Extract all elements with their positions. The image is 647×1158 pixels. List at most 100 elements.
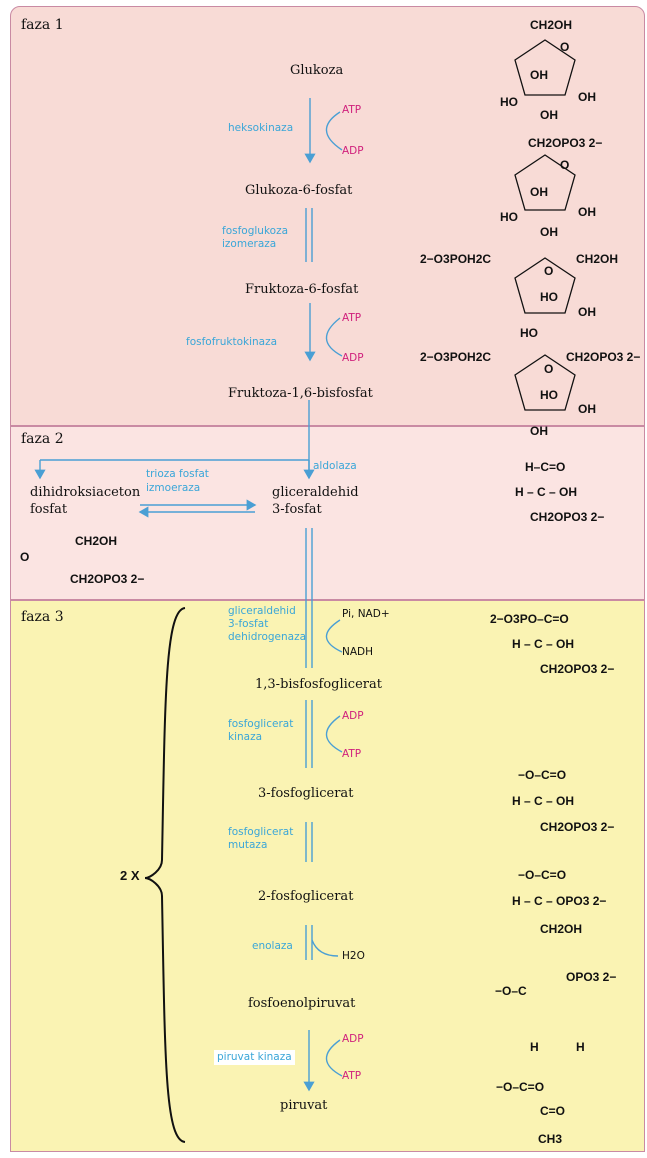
enzyme-fosfofruktokinaza: fosfofruktokinaza [186, 336, 278, 348]
cofactor-adp: ADP [342, 145, 364, 157]
structure-label: OH [540, 108, 558, 122]
enzyme-gapdh-line2: 3-fosfat [228, 618, 269, 630]
arrow-pi-nadh [325, 619, 343, 653]
structure-label: HO [540, 290, 558, 304]
enzyme-pgi-line2: izomeraza [222, 238, 277, 250]
structure-label: 2−O3PO–C=O [490, 612, 569, 626]
arrow-h2o [311, 939, 339, 957]
multiplier-label: 2 X [120, 868, 140, 883]
cofactor-atp: ATP [342, 748, 362, 760]
structure-label: OH [578, 305, 596, 319]
structure-label: CH2OPO3 2− [528, 136, 603, 150]
structure-label: −O–C=O [518, 868, 567, 882]
enzyme-enolaza: enolaza [252, 940, 293, 952]
structure-label: OH [530, 185, 548, 199]
metabolite-piruvat: piruvat [280, 1098, 328, 1113]
curly-brace [144, 607, 186, 1143]
phase-1-panel: faza 1 [10, 6, 645, 426]
enzyme-pgk-line2: kinaza [228, 731, 263, 743]
structure-label: H – C – OH [512, 637, 575, 651]
structure-label: O [20, 550, 30, 564]
cofactor-adp: ADP [342, 1033, 364, 1045]
structure-label: OH [540, 225, 558, 239]
structure-label: H [530, 1040, 539, 1054]
structure-label: HO [520, 326, 538, 340]
phase-2-panel: faza 2 [10, 426, 645, 600]
ring-f16bp [514, 354, 576, 411]
cofactor-adp: ADP [342, 710, 364, 722]
enzyme-heksokinaza: heksokinaza [228, 122, 294, 134]
cofactor-nadh: NADH [342, 646, 374, 658]
metabolite-fruktoza-1-6-bisfosfat: Fruktoza-1,6-bisfosfat [228, 386, 373, 401]
cofactor-atp: ATP [342, 1070, 362, 1082]
metabolite-g3p-line2: 3-fosfat [272, 502, 322, 517]
ring-f6p [514, 257, 576, 314]
phase-label: faza 1 [21, 17, 64, 33]
metabolite-dhap-line2: fosfat [30, 502, 68, 517]
ring-g6p [514, 154, 576, 211]
metabolite-fruktoza-6-fosfat: Fruktoza-6-fosfat [245, 282, 359, 297]
structure-label: OH [578, 90, 596, 104]
ring-glukoza [514, 39, 576, 96]
metabolite-glukoza: Glukoza [290, 63, 344, 78]
arrow-atp-adp-2 [325, 317, 343, 357]
phase-label: faza 3 [21, 609, 64, 625]
structure-label: CH2OPO3 2− [566, 350, 641, 364]
metabolite-1-3-bisfosfoglicerat: 1,3-bisfosfoglicerat [255, 677, 382, 692]
arrow-adp-atp-4 [325, 1039, 343, 1077]
structure-label: H – C – OH [512, 794, 575, 808]
enzyme-gapdh-line1: gliceraldehid [228, 605, 296, 617]
structure-label: 2−O3POH2C [420, 252, 492, 266]
enzyme-pgi-line1: fosfoglukoza [222, 225, 289, 237]
metabolite-3-fosfoglicerat: 3-fosfoglicerat [258, 786, 354, 801]
structure-label: C=O [540, 1104, 566, 1118]
structure-label: H [576, 1040, 585, 1054]
metabolite-dhap-line1: dihidroksiaceton [30, 485, 141, 500]
structure-label: CH2OPO3 2− [70, 572, 145, 586]
structure-label: O [560, 158, 570, 172]
structure-label: 2−O3POH2C [420, 350, 492, 364]
structure-label: OH [578, 402, 596, 416]
structure-label: O [544, 362, 554, 376]
structure-label: CH2OPO3 2− [540, 662, 615, 676]
enzyme-aldolaza: aldolaza [313, 460, 357, 472]
structure-label: CH2OPO3 2− [540, 820, 615, 834]
cofactor-adp: ADP [342, 352, 364, 364]
enzyme-pgm-line2: mutaza [228, 839, 268, 851]
phase-3-panel: faza 3 [10, 600, 645, 1152]
phase-label: faza 2 [21, 431, 64, 447]
cofactor-h2o: H2O [342, 950, 365, 962]
structure-label: HO [500, 210, 518, 224]
arrow-atp-adp-1 [325, 111, 343, 151]
structure-label: CH2OH [540, 922, 583, 936]
metabolite-glukoza-6-fosfat: Glukoza-6-fosfat [245, 183, 353, 198]
cofactor-atp: ATP [342, 312, 362, 324]
metabolite-2-fosfoglicerat: 2-fosfoglicerat [258, 889, 354, 904]
metabolite-g3p-line1: gliceraldehid [272, 485, 359, 500]
structure-label: HO [540, 388, 558, 402]
structure-label: H – C – OPO3 2− [512, 894, 607, 908]
structure-label: OH [530, 68, 548, 82]
structure-label: CH3 [538, 1132, 563, 1146]
structure-label: CH2OH [75, 534, 118, 548]
cofactor-atp: ATP [342, 104, 362, 116]
cofactor-pi-nad: Pi, NAD+ [342, 608, 390, 620]
structure-label: H – C – OH [515, 485, 578, 499]
enzyme-gapdh-line3: dehidrogenaza [228, 631, 307, 643]
structure-label: OH [530, 424, 548, 438]
structure-label: CH2OH [530, 18, 573, 32]
enzyme-pgm-line1: fosfoglicerat [228, 826, 294, 838]
enzyme-tpi-line2: izmoeraza [146, 482, 201, 494]
structure-label: OPO3 2− [566, 970, 617, 984]
structure-label: −O–C=O [518, 768, 567, 782]
structure-label: HO [500, 95, 518, 109]
enzyme-tpi-line1: trioza fosfat [146, 468, 209, 480]
structure-label: CH2OPO3 2− [530, 510, 605, 524]
structure-label: −O–C [495, 984, 527, 998]
structure-label: O [544, 264, 554, 278]
structure-label: H–C=O [525, 460, 566, 474]
metabolite-fosfoenolpiruvat: fosfoenolpiruvat [248, 996, 356, 1011]
structure-label: CH2OH [576, 252, 619, 266]
structure-label: O [560, 40, 570, 54]
